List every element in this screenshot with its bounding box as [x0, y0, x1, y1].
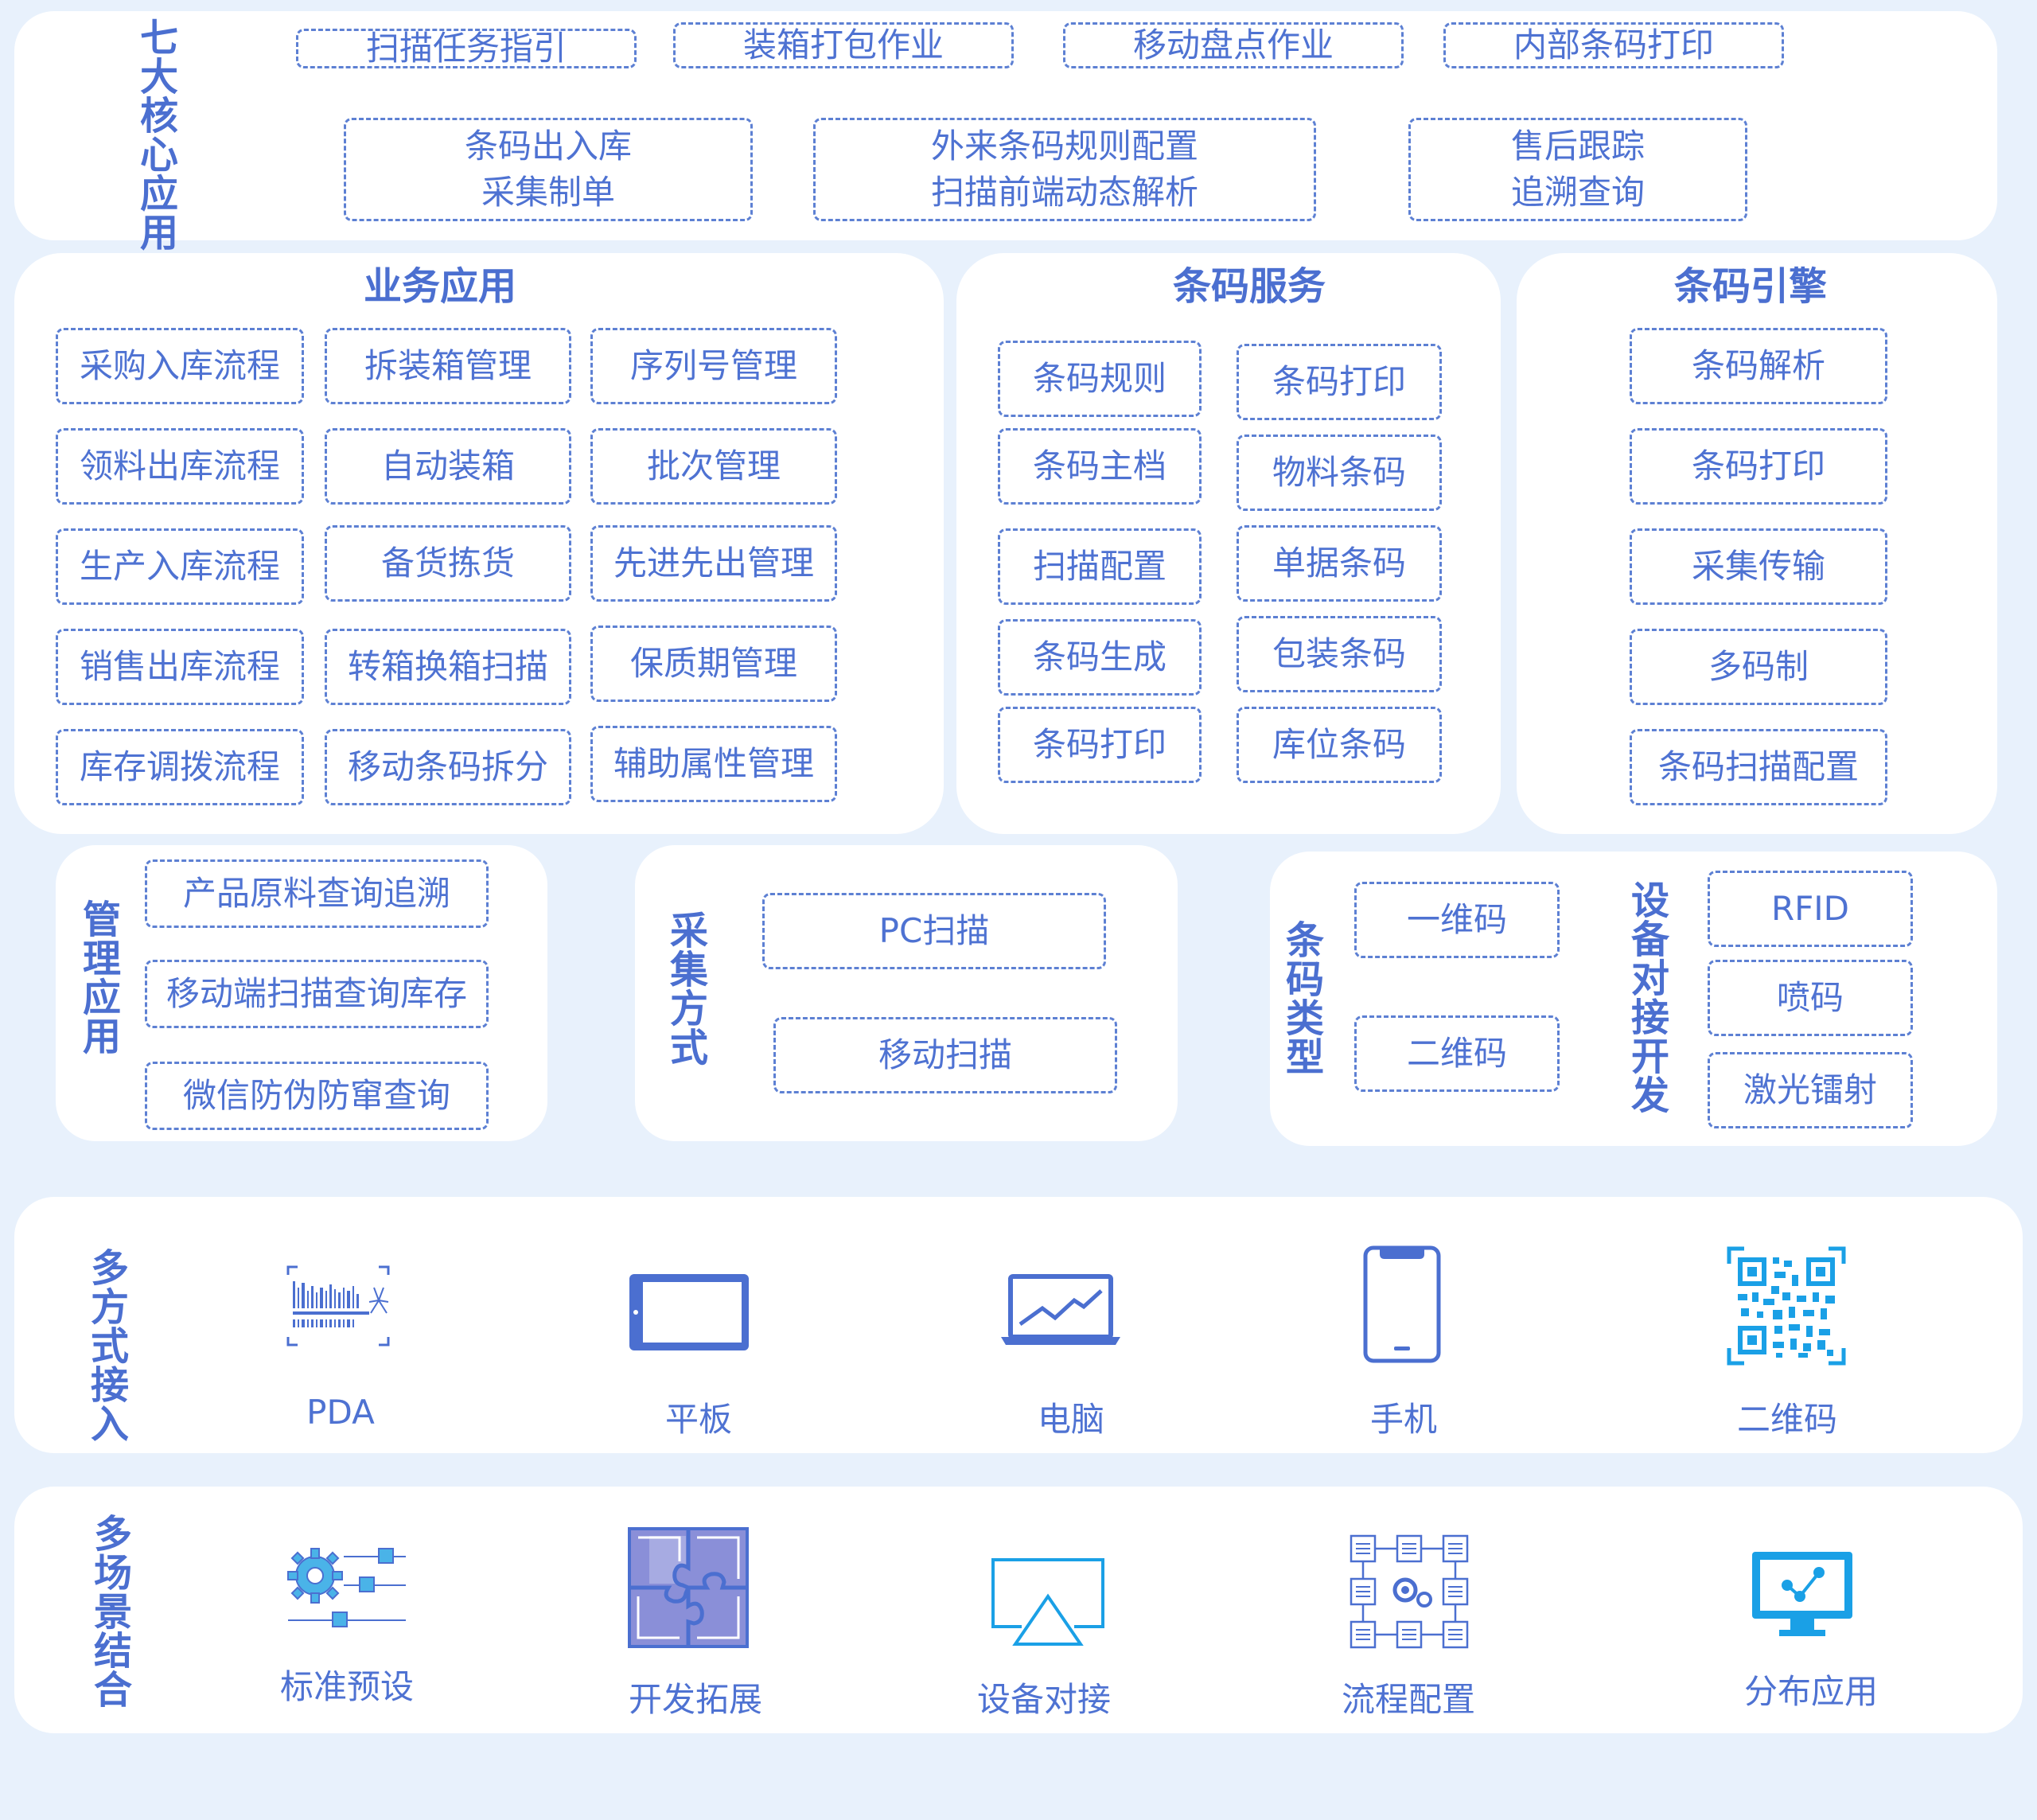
barcode-service-title: 条码服务 [1172, 264, 1326, 309]
core-app-box: 售后跟踪 追溯查询 [1408, 118, 1747, 221]
barcode-engine-title: 条码引擎 [1673, 264, 1827, 309]
barcode-service-item: 条码规则 [998, 341, 1202, 417]
core-apps-title: 七大核心应用 [139, 16, 178, 255]
tablet-icon [629, 1274, 749, 1350]
barcode-service-item: 库位条码 [1237, 707, 1442, 783]
device-item: 激光镭射 [1708, 1052, 1913, 1128]
management-item: 微信防伪防窜查询 [145, 1062, 489, 1130]
access-label: 平板 [664, 1400, 732, 1439]
business-item: 库存调拨流程 [56, 729, 304, 805]
barcode-service-item: 条码打印 [1237, 344, 1442, 420]
core-app-box: 条码出入库 采集制单 [344, 118, 753, 221]
barcode-service-item: 条码生成 [998, 619, 1202, 696]
barcode-scanner-icon [286, 1265, 390, 1346]
business-item: 自动装箱 [325, 428, 571, 505]
business-item: 先进先出管理 [590, 525, 837, 602]
business-item: 序列号管理 [590, 328, 837, 404]
core-app-line: 追溯查询 [1510, 173, 1645, 212]
business-item: 辅助属性管理 [590, 726, 837, 802]
collection-title: 采集方式 [669, 909, 708, 1070]
management-item: 移动端扫描查询库存 [145, 960, 489, 1028]
management-item: 产品原料查询追溯 [145, 859, 489, 928]
puzzle-icon [628, 1527, 749, 1648]
barcode-service-item: 包装条码 [1237, 616, 1442, 692]
device-item: 喷码 [1708, 960, 1913, 1036]
access-title: 多方式接入 [90, 1246, 129, 1447]
scenes-label: 开发拓展 [628, 1680, 762, 1719]
barcode-type-item: 一维码 [1354, 882, 1560, 958]
core-app-box: 装箱打包作业 [673, 22, 1014, 68]
core-app-box: 扫描任务指引 [296, 29, 637, 68]
barcode-service-item: 单据条码 [1237, 525, 1442, 602]
device-item: RFID [1708, 871, 1913, 947]
business-item: 备货拣货 [325, 525, 571, 602]
workflow-icon [1350, 1534, 1469, 1649]
business-item: 移动条码拆分 [325, 729, 571, 805]
business-item: 采购入库流程 [56, 328, 304, 404]
core-app-line: 外来条码规则配置 [930, 127, 1198, 166]
scenes-label: 标准预设 [279, 1667, 414, 1706]
management-title: 管理应用 [82, 898, 121, 1059]
scenes-label: 分布应用 [1743, 1672, 1878, 1711]
barcode-service-item: 条码主档 [998, 428, 1202, 505]
scenes-panel [14, 1487, 2023, 1733]
business-item: 生产入库流程 [56, 528, 304, 605]
core-app-line: 条码出入库 [464, 127, 632, 166]
device-title: 设备对接开发 [1630, 879, 1669, 1118]
core-app-box: 外来条码规则配置 扫描前端动态解析 [813, 118, 1316, 221]
airplay-icon [991, 1558, 1104, 1646]
barcode-type-title: 条码类型 [1285, 918, 1324, 1080]
core-app-box: 内部条码打印 [1443, 22, 1784, 68]
access-label: 二维码 [1736, 1400, 1837, 1439]
access-label: 电脑 [1037, 1400, 1104, 1439]
scenes-label: 流程配置 [1341, 1680, 1475, 1719]
barcode-service-item: 扫描配置 [998, 528, 1202, 605]
collection-item: PC扫描 [762, 893, 1106, 969]
business-item: 转箱换箱扫描 [325, 629, 571, 705]
barcode-service-item: 物料条码 [1237, 435, 1442, 511]
access-label: 手机 [1369, 1400, 1437, 1439]
barcode-service-item: 条码打印 [998, 707, 1202, 783]
barcode-engine-item: 多码制 [1630, 629, 1887, 705]
access-label: PDA [306, 1393, 375, 1432]
core-app-line: 售后跟踪 [1510, 127, 1645, 166]
barcode-engine-item: 条码解析 [1630, 328, 1887, 404]
barcode-engine-item: 采集传输 [1630, 528, 1887, 605]
settings-preset-icon [287, 1548, 406, 1627]
laptop-icon [1001, 1274, 1120, 1345]
core-app-line: 扫描前端动态解析 [930, 173, 1198, 212]
core-app-line: 采集制单 [481, 173, 615, 212]
business-item: 拆装箱管理 [325, 328, 571, 404]
scenes-label: 设备对接 [976, 1680, 1111, 1719]
collection-panel [635, 845, 1178, 1141]
barcode-type-item: 二维码 [1354, 1015, 1560, 1092]
barcode-engine-item: 条码扫描配置 [1630, 729, 1887, 805]
collection-item: 移动扫描 [773, 1017, 1117, 1093]
business-item: 领料出库流程 [56, 428, 304, 505]
barcode-engine-item: 条码打印 [1630, 428, 1887, 505]
scenes-title: 多场景结合 [93, 1512, 132, 1713]
core-app-box: 移动盘点作业 [1063, 22, 1404, 68]
business-item: 保质期管理 [590, 626, 837, 702]
phone-icon [1363, 1245, 1441, 1363]
monitor-share-icon [1752, 1552, 1852, 1636]
business-title: 业务应用 [363, 264, 516, 309]
qr-code-icon [1727, 1246, 1846, 1366]
business-item: 批次管理 [590, 428, 837, 505]
business-item: 销售出库流程 [56, 629, 304, 705]
